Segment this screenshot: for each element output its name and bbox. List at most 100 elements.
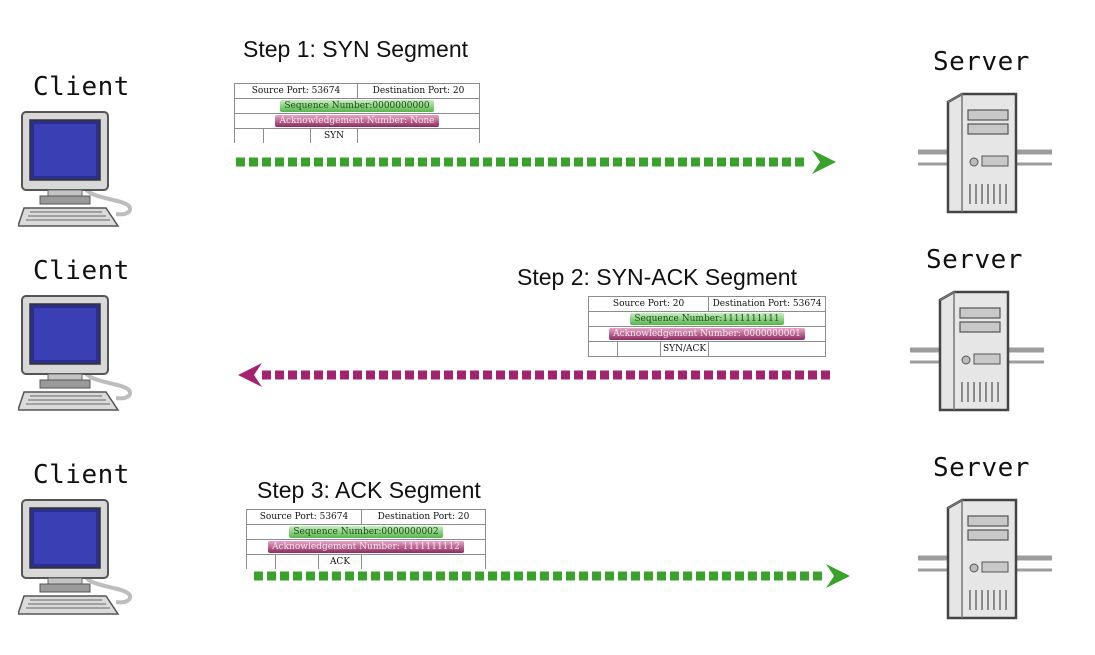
arrow-dash [262, 157, 271, 167]
arrow-dash [470, 370, 479, 380]
arrow-dash [774, 571, 783, 581]
arrow-dash [436, 571, 445, 581]
sequence-number-pill: Sequence Number:0000000000 [280, 100, 434, 112]
arrow-dash [384, 571, 393, 581]
arrow-dash [280, 571, 289, 581]
arrow-dash [639, 370, 648, 380]
arrow-dash [535, 370, 544, 380]
arrow-dash [314, 370, 323, 380]
arrow-dash [405, 157, 414, 167]
client-label-1: Client [33, 72, 130, 102]
arrow-dash [743, 370, 752, 380]
desktop-computer-icon [18, 111, 133, 227]
arrow-dash [587, 370, 596, 380]
arrow-dash [717, 370, 726, 380]
step-2-title: Step 2: SYN-ACK Segment [517, 264, 797, 290]
arrow-dash [592, 571, 601, 581]
arrow-dash [535, 157, 544, 167]
arrow-dash [275, 157, 284, 167]
sequence-number-cell: Sequence Number:0000000000 [234, 98, 480, 114]
arrow-dash [509, 157, 518, 167]
arrow-dash [449, 571, 458, 581]
arrow-dash [397, 571, 406, 581]
arrow-dash [787, 571, 796, 581]
server-label-3: Server [933, 453, 1030, 483]
arrow-dash [444, 157, 453, 167]
arrow-dash [548, 157, 557, 167]
arrow-dash [613, 370, 622, 380]
arrow-dash [340, 157, 349, 167]
arrow-dash [691, 370, 700, 380]
arrow-dash [665, 370, 674, 380]
step-1-arrow [236, 150, 836, 174]
arrow-dash [249, 157, 258, 167]
arrow-dash [717, 157, 726, 167]
arrow-dash [704, 370, 713, 380]
arrow-dash [548, 370, 557, 380]
arrow-dash [782, 370, 791, 380]
arrow-dash [709, 571, 718, 581]
server-label-1: Server [933, 47, 1030, 77]
step-2-segment-table: Source Port: 20 Destination Port: 53674 … [587, 296, 826, 357]
arrow-head [812, 150, 836, 174]
arrow-dash [808, 370, 817, 380]
server-label-2: Server [926, 245, 1023, 275]
arrow-dash [340, 370, 349, 380]
arrow-dash [288, 370, 297, 380]
arrow-dash [678, 370, 687, 380]
sequence-number-pill: Sequence Number:1111111111 [630, 313, 784, 325]
arrow-dash [501, 571, 510, 581]
arrow-dash [444, 370, 453, 380]
arrow-dash [457, 370, 466, 380]
arrow-dash [561, 370, 570, 380]
arrow-dash [353, 157, 362, 167]
arrow-dash [769, 370, 778, 380]
arrow-dash [782, 157, 791, 167]
step-2-arrow [238, 363, 830, 387]
arrow-dash [527, 571, 536, 581]
arrow-dash [366, 370, 375, 380]
arrow-dash [618, 571, 627, 581]
arrow-dash [813, 571, 822, 581]
arrow-dash [358, 571, 367, 581]
server-tower-icon [918, 498, 1052, 620]
arrow-dash [678, 157, 687, 167]
arrow-dash [795, 370, 804, 380]
arrow-dash [800, 571, 809, 581]
acknowledgement-number-pill: Acknowledgement Number: None [275, 115, 439, 127]
arrow-dash [795, 157, 804, 167]
arrow-dash [600, 157, 609, 167]
server-tower-icon [918, 92, 1052, 214]
arrow-dash [553, 571, 562, 581]
arrow-dash [587, 157, 596, 167]
arrow-dash [639, 157, 648, 167]
flag-cell: SYN/ACK [659, 341, 710, 357]
desktop-computer-icon [18, 295, 133, 411]
arrow-dash [652, 157, 661, 167]
arrow-dash [254, 571, 263, 581]
empty-cell [357, 128, 480, 143]
arrow-dash [483, 370, 492, 380]
arrow-dash [631, 571, 640, 581]
step-3-arrow [254, 564, 850, 588]
arrow-dash [379, 370, 388, 380]
arrow-dash [327, 157, 336, 167]
arrow-dash [540, 571, 549, 581]
arrow-dash [522, 157, 531, 167]
arrow-dash [366, 157, 375, 167]
arrow-dash [574, 157, 583, 167]
arrow-dash [236, 157, 245, 167]
arrow-dash [683, 571, 692, 581]
arrow-dash [691, 157, 700, 167]
arrow-dash [605, 571, 614, 581]
desktop-computer-icon [18, 499, 133, 615]
arrow-dash [431, 370, 440, 380]
arrow-dash [457, 157, 466, 167]
arrow-dash [769, 157, 778, 167]
arrow-dash [410, 571, 419, 581]
arrow-dash [306, 571, 315, 581]
arrow-dash [267, 571, 276, 581]
arrow-dash [644, 571, 653, 581]
arrow-dash [488, 571, 497, 581]
